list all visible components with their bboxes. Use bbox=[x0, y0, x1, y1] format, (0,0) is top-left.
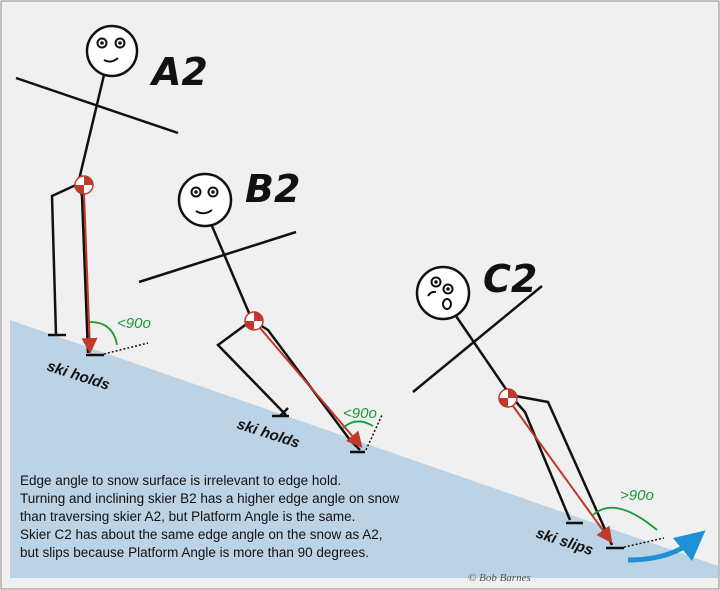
caption-line: Edge angle to snow surface is irrelevant… bbox=[20, 473, 341, 488]
slip-arrow-icon bbox=[627, 530, 706, 563]
figure-c2-label: C2 bbox=[483, 257, 537, 301]
a2-angle-label: <90o bbox=[117, 315, 151, 332]
caption-line: but slips because Platform Angle is more… bbox=[20, 545, 369, 560]
skier-b2-head bbox=[177, 172, 233, 228]
skier-a2-force-arrow bbox=[81, 193, 98, 354]
skier-a2-platform-line bbox=[103, 342, 149, 355]
skier-c2-head bbox=[415, 265, 471, 321]
skier-b2-platform-line bbox=[365, 414, 383, 451]
snow-slope bbox=[10, 320, 718, 578]
skier-b2-face bbox=[190, 186, 219, 215]
caption-line: Turning and inclining skier B2 has a hig… bbox=[20, 491, 399, 506]
skier-c2-platform-line bbox=[619, 537, 665, 549]
caption-line: Skier C2 has about the same edge angle o… bbox=[20, 527, 383, 542]
skier-c2 bbox=[412, 265, 624, 550]
skier-a2-cog-icon bbox=[74, 175, 94, 195]
skier-c2-cog-icon bbox=[498, 388, 518, 408]
skier-a2-face bbox=[96, 37, 126, 63]
skier-a2-head bbox=[85, 24, 139, 78]
skier-c2-angle-arc bbox=[592, 506, 658, 531]
figure-b2-label: B2 bbox=[245, 167, 300, 211]
skier-c2-face bbox=[427, 276, 454, 310]
skier-b2-cog-icon bbox=[244, 311, 264, 331]
skier-b2-angle-arc bbox=[342, 420, 374, 429]
skier-a2-angle-arc bbox=[89, 321, 118, 346]
skier-b2-force-arrow bbox=[259, 327, 363, 449]
c2-angle-label: >90o bbox=[620, 487, 654, 504]
b2-angle-label: <90o bbox=[343, 405, 377, 422]
caption-line: than traversing skier A2, but Platform A… bbox=[20, 509, 355, 524]
credit-text: © Bob Barnes bbox=[468, 572, 531, 584]
skier-c2-force-arrow bbox=[512, 405, 613, 544]
caption-block: Edge angle to snow surface is irrelevant… bbox=[20, 473, 399, 560]
figure-a2-label: A2 bbox=[149, 50, 208, 94]
